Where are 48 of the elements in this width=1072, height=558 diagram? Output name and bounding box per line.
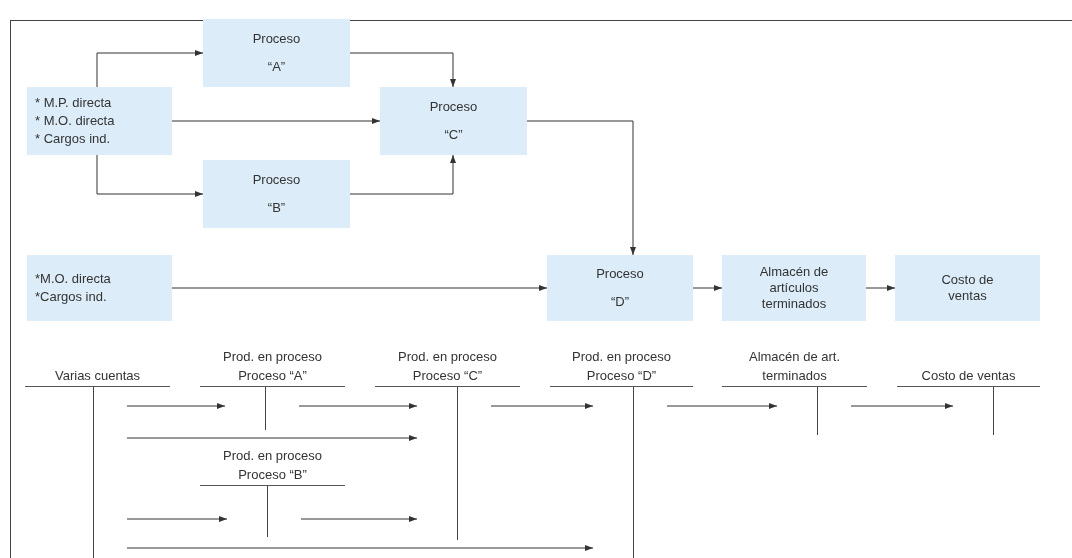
arrow [126,516,228,522]
box-text: Proceso [596,266,644,282]
arrow [349,52,456,88]
box-text: * M.P. directa [35,94,112,112]
box-text: “C” [444,127,463,143]
box-text: Almacén de artículos terminados [758,264,830,312]
arrow [526,120,636,256]
process-box [380,87,527,155]
arrow [126,545,594,551]
process-box [547,255,693,321]
arrow [96,154,204,197]
box-text: “B” [267,200,286,216]
process-box [203,19,350,87]
arrow [96,50,204,88]
box-text: “D” [610,294,629,310]
account-title: Prod. en proceso Proceso “D” [550,346,693,387]
box-text: * Cargos ind. [35,130,111,148]
box-text: * M.O. directa [35,112,115,130]
arrow [171,285,548,291]
arrow [490,403,594,409]
arrow [666,403,778,409]
box-text: Proceso [252,172,301,188]
arrow [126,435,418,441]
account-title: Costo de ventas [897,366,1040,387]
account-title: Prod. en proceso Proceso “C” [375,346,520,387]
box-text: Costo de ventas [940,272,995,304]
box-text: Proceso [252,31,301,47]
process-box [27,255,172,321]
arrow [126,403,226,409]
account-title: Prod. en proceso Proceso “B” [200,445,345,486]
process-box [27,87,172,155]
arrow [298,403,418,409]
box-text: “A” [267,59,286,75]
arrow [865,285,896,291]
arrow [300,516,418,522]
box-text: *Cargos ind. [35,288,107,306]
arrow [349,154,456,195]
process-box [895,255,1040,321]
process-box [722,255,866,321]
process-box [203,160,350,228]
account-title: Prod. en proceso Proceso “A” [200,346,345,387]
arrow [850,403,954,409]
arrow [692,285,723,291]
box-text: *M.O. directa [35,270,111,288]
box-text: Proceso [429,99,478,115]
arrow [171,118,381,124]
account-title: Almacén de art. terminados [722,346,867,387]
account-title: Varias cuentas [25,366,170,387]
